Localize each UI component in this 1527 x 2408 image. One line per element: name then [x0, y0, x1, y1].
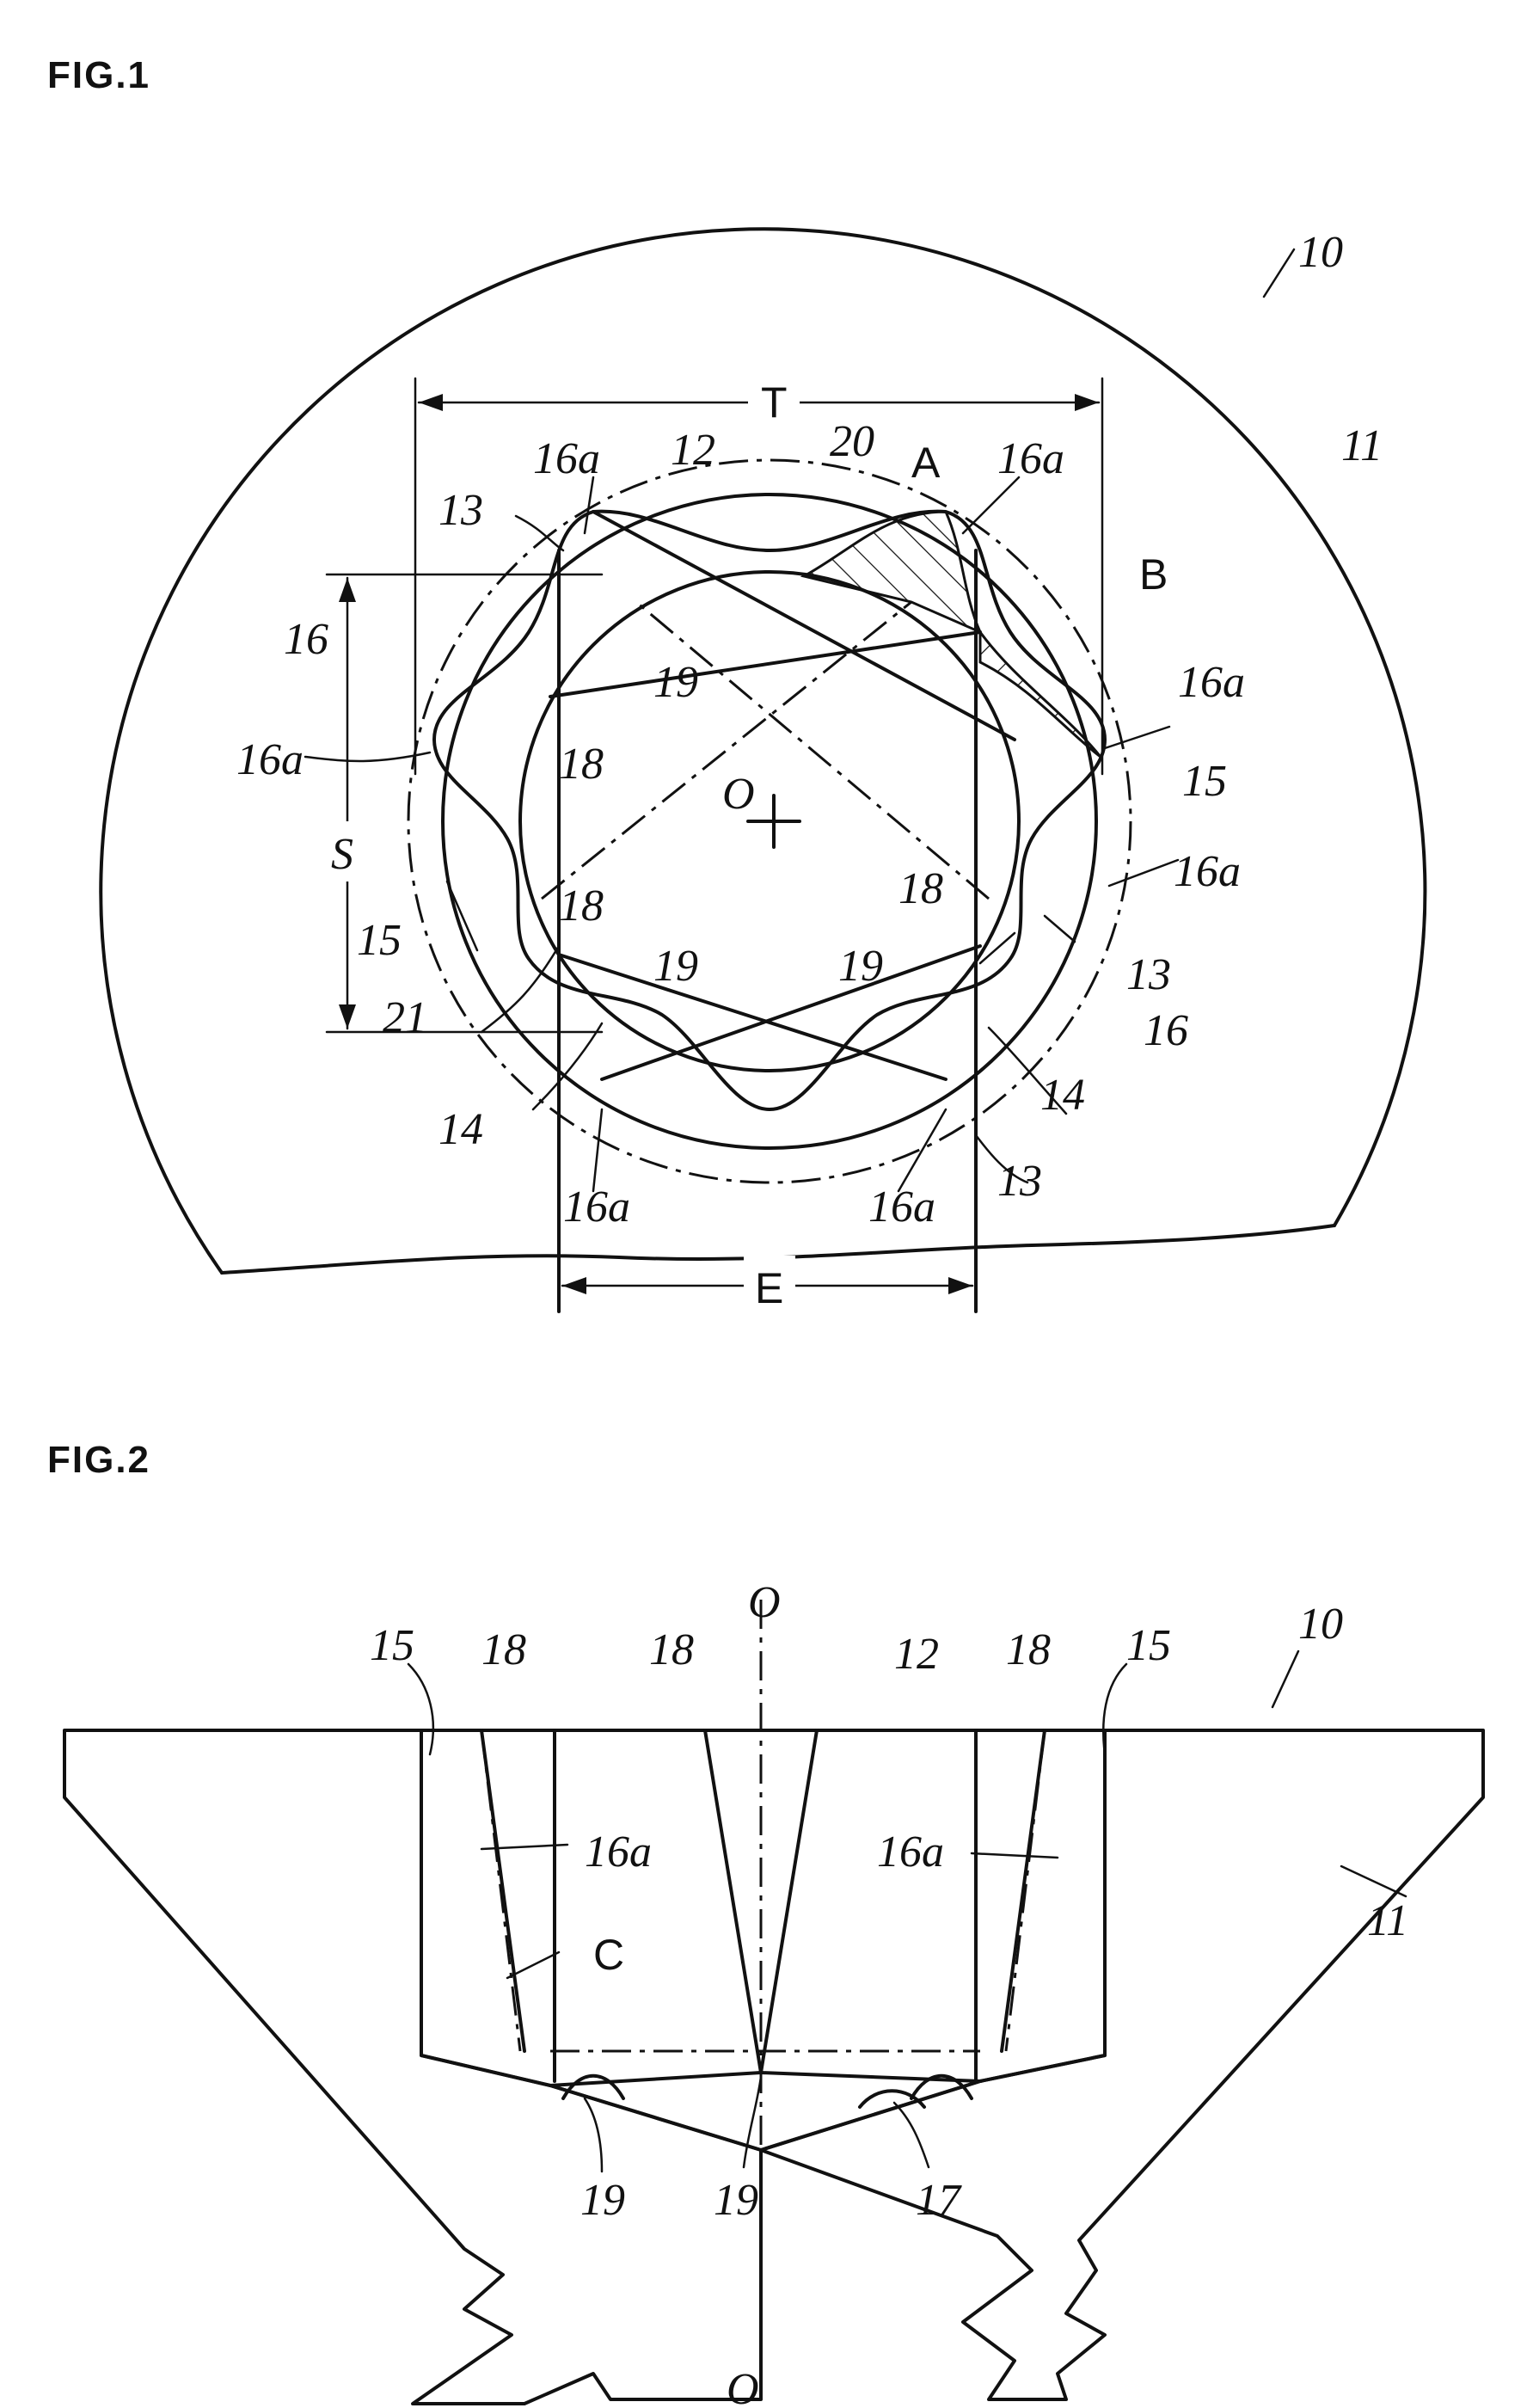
fig1-ref-16a-3: 16a	[1178, 658, 1245, 707]
fig2-title: FIG.2	[47, 1439, 150, 1481]
fig1-ref-16a-4: 16a	[236, 735, 304, 784]
t-arrow-left	[419, 394, 443, 411]
fig1-ref-16a-2: 16a	[997, 434, 1064, 483]
fig1-ref-13a: 13	[438, 486, 483, 535]
fig1-ref-13c: 13	[997, 1157, 1042, 1206]
fig2-axis-top: O	[748, 1578, 781, 1627]
fig1-ref-16a-6: 16a	[563, 1182, 630, 1232]
hatched-region-a	[804, 512, 980, 632]
fig1-ref-15a: 15	[1182, 757, 1227, 806]
fig1-ref-19a: 19	[653, 658, 698, 707]
taper-center-left	[705, 1730, 761, 2073]
t-arrow-right	[1075, 394, 1099, 411]
fig1-ref-18c: 18	[898, 864, 943, 913]
fig2-axis-bottom: O	[727, 2365, 759, 2408]
fig1-ref-15b: 15	[357, 916, 402, 965]
dim-e-label: E	[755, 1264, 783, 1312]
taper-center-right	[761, 1730, 817, 2073]
fig2-ref-12: 12	[894, 1630, 939, 1679]
fig2-ref-18b: 18	[649, 1625, 694, 1674]
fig2-ref-18c: 18	[1006, 1625, 1051, 1674]
fig1-ref-16a-7: 16a	[868, 1182, 935, 1232]
fig1-ref-19c: 19	[838, 942, 883, 991]
fig1-ref-16a-1: 16a	[533, 434, 600, 483]
fig1-ref-20: 20	[830, 417, 874, 466]
fig1-ref-o: O	[722, 770, 755, 819]
fig1-ref-14b: 14	[1040, 1071, 1085, 1120]
fig1-title: FIG.1	[47, 54, 150, 96]
s-arrow-bottom	[339, 1004, 356, 1029]
fig1-ref-11: 11	[1341, 421, 1383, 470]
fig1-ref-a: A	[911, 439, 941, 487]
hatched-region-b	[980, 632, 1101, 757]
fig1-ref-18b: 18	[559, 882, 604, 931]
fig2-ref-10: 10	[1298, 1600, 1343, 1649]
fig1-ref-14a: 14	[438, 1105, 483, 1154]
fig2-ref-15b: 15	[1126, 1621, 1171, 1670]
fig1-ref-b: B	[1139, 550, 1168, 599]
fig2-ref-c: C	[593, 1931, 624, 1979]
arc-19-left	[563, 2076, 623, 2098]
figure-1: FIG.1 T	[47, 54, 1425, 1316]
e-arrow-right	[948, 1277, 972, 1294]
s-arrow-top	[339, 578, 356, 602]
fig2-ref-16a-2: 16a	[877, 1828, 944, 1877]
dim-s-label: S	[331, 830, 353, 879]
taper-left	[481, 1730, 524, 2051]
fig1-ref-12: 12	[671, 426, 715, 475]
section-body-right	[761, 1730, 1483, 2399]
fig1-ref-16b: 16	[1144, 1006, 1188, 1055]
fig2-ref-15a: 15	[370, 1621, 414, 1670]
fig1-ref-19b: 19	[653, 942, 698, 991]
fig2-ref-16a-1: 16a	[585, 1828, 652, 1877]
dim-t-label: T	[761, 378, 788, 427]
recess-cavity	[421, 1730, 1105, 2150]
fig1-ref-16a: 16	[284, 615, 328, 664]
fig2-ref-19b: 19	[714, 2176, 758, 2225]
fig2-ref-17: 17	[916, 2176, 962, 2225]
fig2-ref-19a: 19	[580, 2176, 625, 2225]
fig1-ref-13b: 13	[1126, 950, 1171, 999]
e-arrow-left	[562, 1277, 586, 1294]
figure-2: FIG.2	[47, 1439, 1483, 2408]
fig2-ref-11: 11	[1367, 1896, 1408, 1945]
fig2-ref-18a: 18	[481, 1625, 526, 1674]
fig1-ref-16a-5: 16a	[1174, 847, 1241, 896]
taper-right	[1002, 1730, 1045, 2051]
fig1-ref-21: 21	[383, 993, 427, 1042]
fig1-ref-10: 10	[1298, 228, 1343, 277]
dash-chord-2	[636, 602, 989, 899]
fig1-ref-18a: 18	[559, 740, 604, 789]
section-body-left	[64, 1730, 761, 2404]
